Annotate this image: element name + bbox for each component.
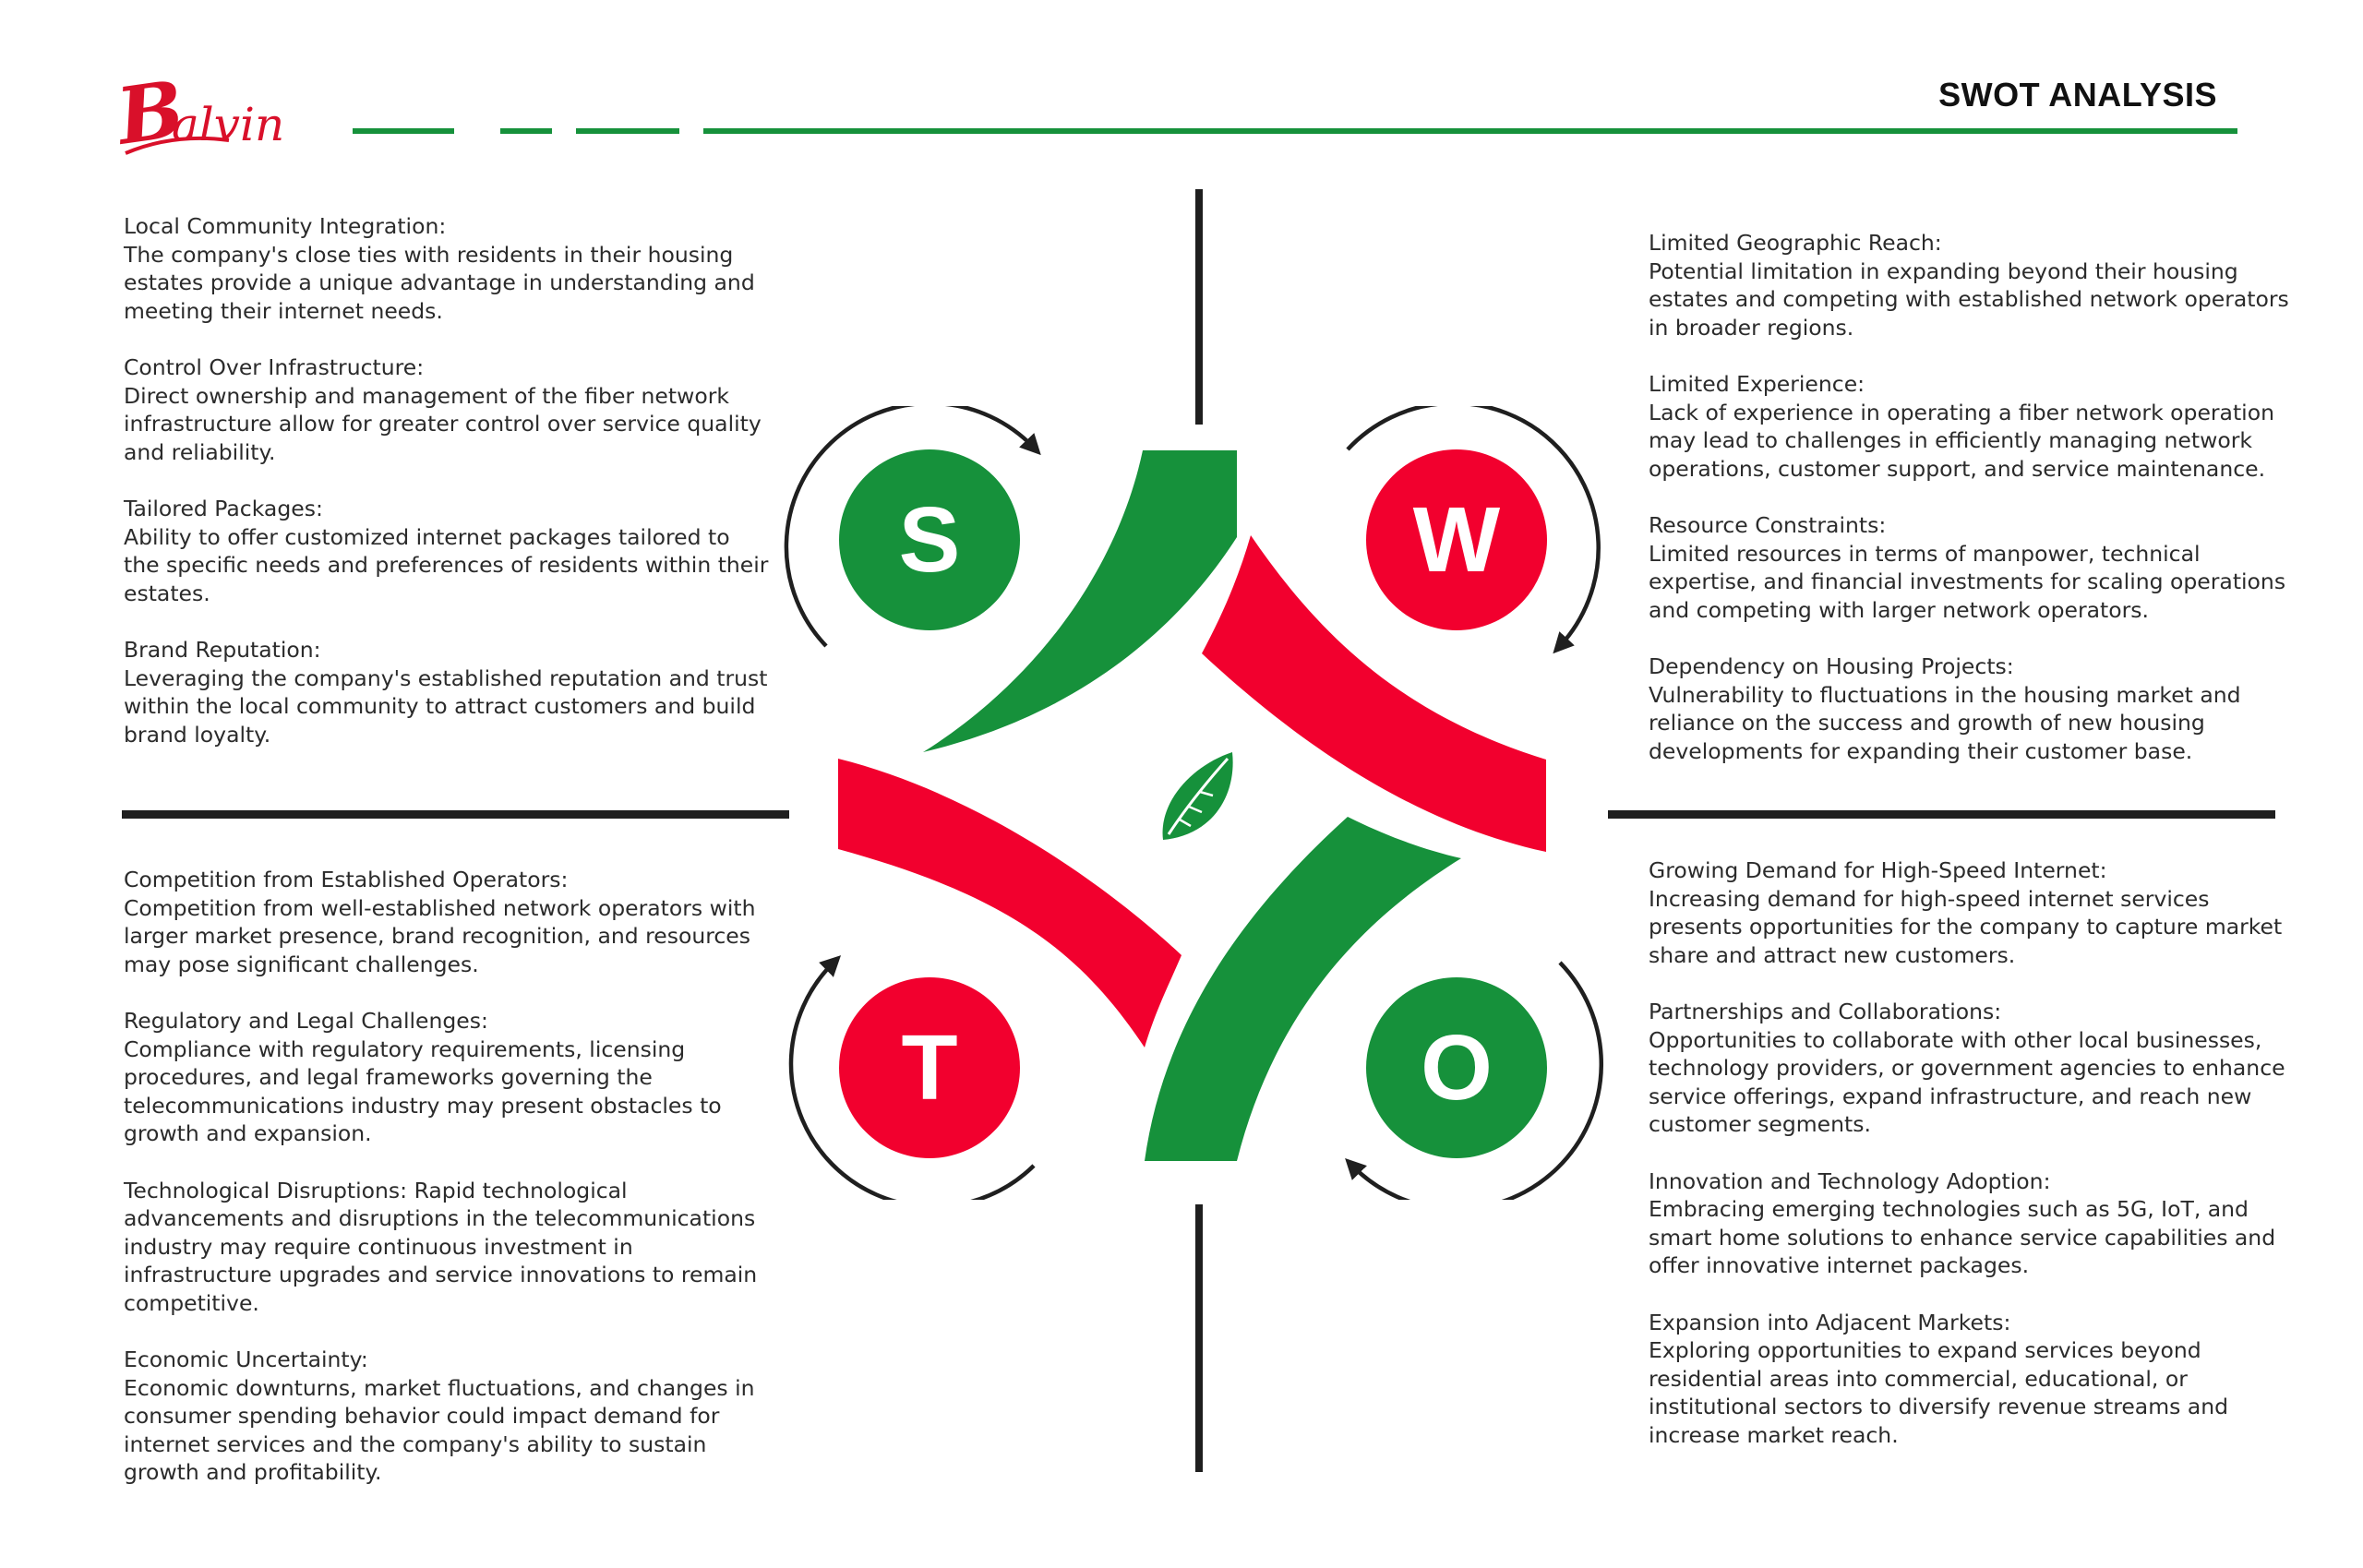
blade-red-right	[1202, 535, 1546, 852]
opportunities-letter: O	[1421, 1016, 1493, 1119]
list-item: Brand Reputation: Leveraging the company…	[124, 636, 770, 748]
divider-top-vertical	[1195, 189, 1203, 425]
item-title: Dependency on Housing Projects:	[1649, 653, 2014, 679]
item-title: Local Community Integration:	[124, 213, 447, 239]
strengths-circle	[839, 449, 1020, 630]
arrow-opportunities	[1345, 961, 1604, 1200]
item-title: Control Over Infrastructure:	[124, 354, 425, 380]
item-title: Expansion into Adjacent Markets:	[1649, 1309, 2011, 1335]
list-item: Regulatory and Legal Challenges: Complia…	[124, 1007, 770, 1148]
list-item: Growing Demand for High-Speed Internet: …	[1649, 856, 2295, 969]
item-body: Limited resources in terms of manpower, …	[1649, 540, 2286, 623]
list-item: Dependency on Housing Projects: Vulnerab…	[1649, 652, 2295, 765]
arrow-weaknesses	[1346, 406, 1601, 654]
blade-green-top	[923, 450, 1237, 752]
item-title: Economic Uncertainty:	[124, 1347, 368, 1372]
threats-letter: T	[901, 1016, 957, 1119]
blade-green-bottom	[1145, 817, 1461, 1161]
weaknesses-list: Limited Geographic Reach: Potential limi…	[1649, 229, 2295, 794]
item-title: Resource Constraints:	[1649, 512, 1887, 538]
item-body: Direct ownership and management of the f…	[124, 382, 762, 465]
list-item: Control Over Infrastructure: Direct owne…	[124, 353, 770, 466]
item-title: Limited Geographic Reach:	[1649, 230, 1942, 256]
item-body: Compliance with regulatory requirements,…	[124, 1035, 722, 1147]
item-body: Leveraging the company's established rep…	[124, 664, 768, 748]
list-item: Limited Experience: Lack of experience i…	[1649, 370, 2295, 483]
strengths-letter: S	[899, 488, 961, 592]
item-title: Brand Reputation:	[124, 637, 321, 663]
leaf-icon	[1162, 752, 1233, 840]
divider-right-horizontal	[1608, 810, 2275, 819]
item-title: Partnerships and Collaborations:	[1649, 999, 2002, 1024]
item-title: Tailored Packages:	[124, 496, 323, 521]
item-body: Increasing demand for high-speed interne…	[1649, 885, 2283, 968]
item-body: Vulnerability to fluctuations in the hou…	[1649, 681, 2241, 764]
strengths-list: Local Community Integration: The company…	[124, 212, 770, 777]
item-body: Economic downturns, market fluctuations,…	[124, 1374, 755, 1486]
item-title: Growing Demand for High-Speed Internet:	[1649, 857, 2107, 883]
threats-list: Competition from Established Operators: …	[124, 866, 770, 1515]
item-title: Innovation and Technology Adoption:	[1649, 1167, 2051, 1194]
weaknesses-letter: W	[1413, 488, 1501, 592]
item-body: Competition from well-established networ…	[124, 894, 756, 977]
arrow-strengths	[784, 406, 1041, 648]
item-body: Ability to offer customized internet pac…	[124, 523, 769, 606]
list-item: Expansion into Adjacent Markets: Explori…	[1649, 1309, 2295, 1450]
opportunities-circle	[1366, 977, 1547, 1158]
weaknesses-circle	[1366, 449, 1547, 630]
item-body: Exploring opportunities to expand servic…	[1649, 1337, 2229, 1448]
list-item: Partnerships and Collaborations: Opportu…	[1649, 998, 2295, 1139]
item-title: Regulatory and Legal Challenges:	[124, 1008, 488, 1034]
arrow-threats	[788, 955, 1036, 1200]
header-line-main	[703, 128, 2237, 134]
item-body: Potential limitation in expanding beyond…	[1649, 257, 2289, 341]
list-item: Technological Disruptions: Rapid technol…	[124, 1177, 770, 1318]
balvin-logo: B alvin	[118, 63, 284, 162]
item-body: Lack of experience in operating a fiber …	[1649, 399, 2274, 482]
opportunities-list: Growing Demand for High-Speed Internet: …	[1649, 856, 2295, 1478]
blade-red-left	[838, 759, 1182, 1047]
list-item: Innovation and Technology Adoption: Embr…	[1649, 1167, 2295, 1280]
threats-circle	[839, 977, 1020, 1158]
list-item: Limited Geographic Reach: Potential limi…	[1649, 229, 2295, 341]
item-body: The company's close ties with residents …	[124, 241, 755, 324]
divider-bottom-vertical	[1195, 1204, 1203, 1472]
divider-left-horizontal	[122, 810, 789, 819]
list-item: Economic Uncertainty: Economic downturns…	[124, 1346, 770, 1487]
item-body: Embracing emerging technologies such as …	[1649, 1196, 2276, 1278]
item-title: Competition from Established Operators:	[124, 867, 569, 892]
item-body: Technological Disruptions: Rapid technol…	[124, 1177, 758, 1316]
swot-diagram: S W T O	[784, 406, 1604, 1200]
list-item: Tailored Packages: Ability to offer cust…	[124, 495, 770, 607]
item-title: Limited Experience:	[1649, 371, 1865, 397]
list-item: Competition from Established Operators: …	[124, 866, 770, 978]
list-item: Resource Constraints: Limited resources …	[1649, 511, 2295, 624]
list-item: Local Community Integration: The company…	[124, 212, 770, 325]
header-line-segment	[500, 128, 552, 134]
page-title: SWOT ANALYSIS	[1938, 76, 2217, 114]
item-body: Opportunities to collaborate with other …	[1649, 1026, 2285, 1138]
header-line-segment	[353, 128, 454, 134]
svg-text:B: B	[118, 63, 189, 162]
svg-text:alvin: alvin	[172, 98, 284, 151]
header-line-segment	[576, 128, 679, 134]
